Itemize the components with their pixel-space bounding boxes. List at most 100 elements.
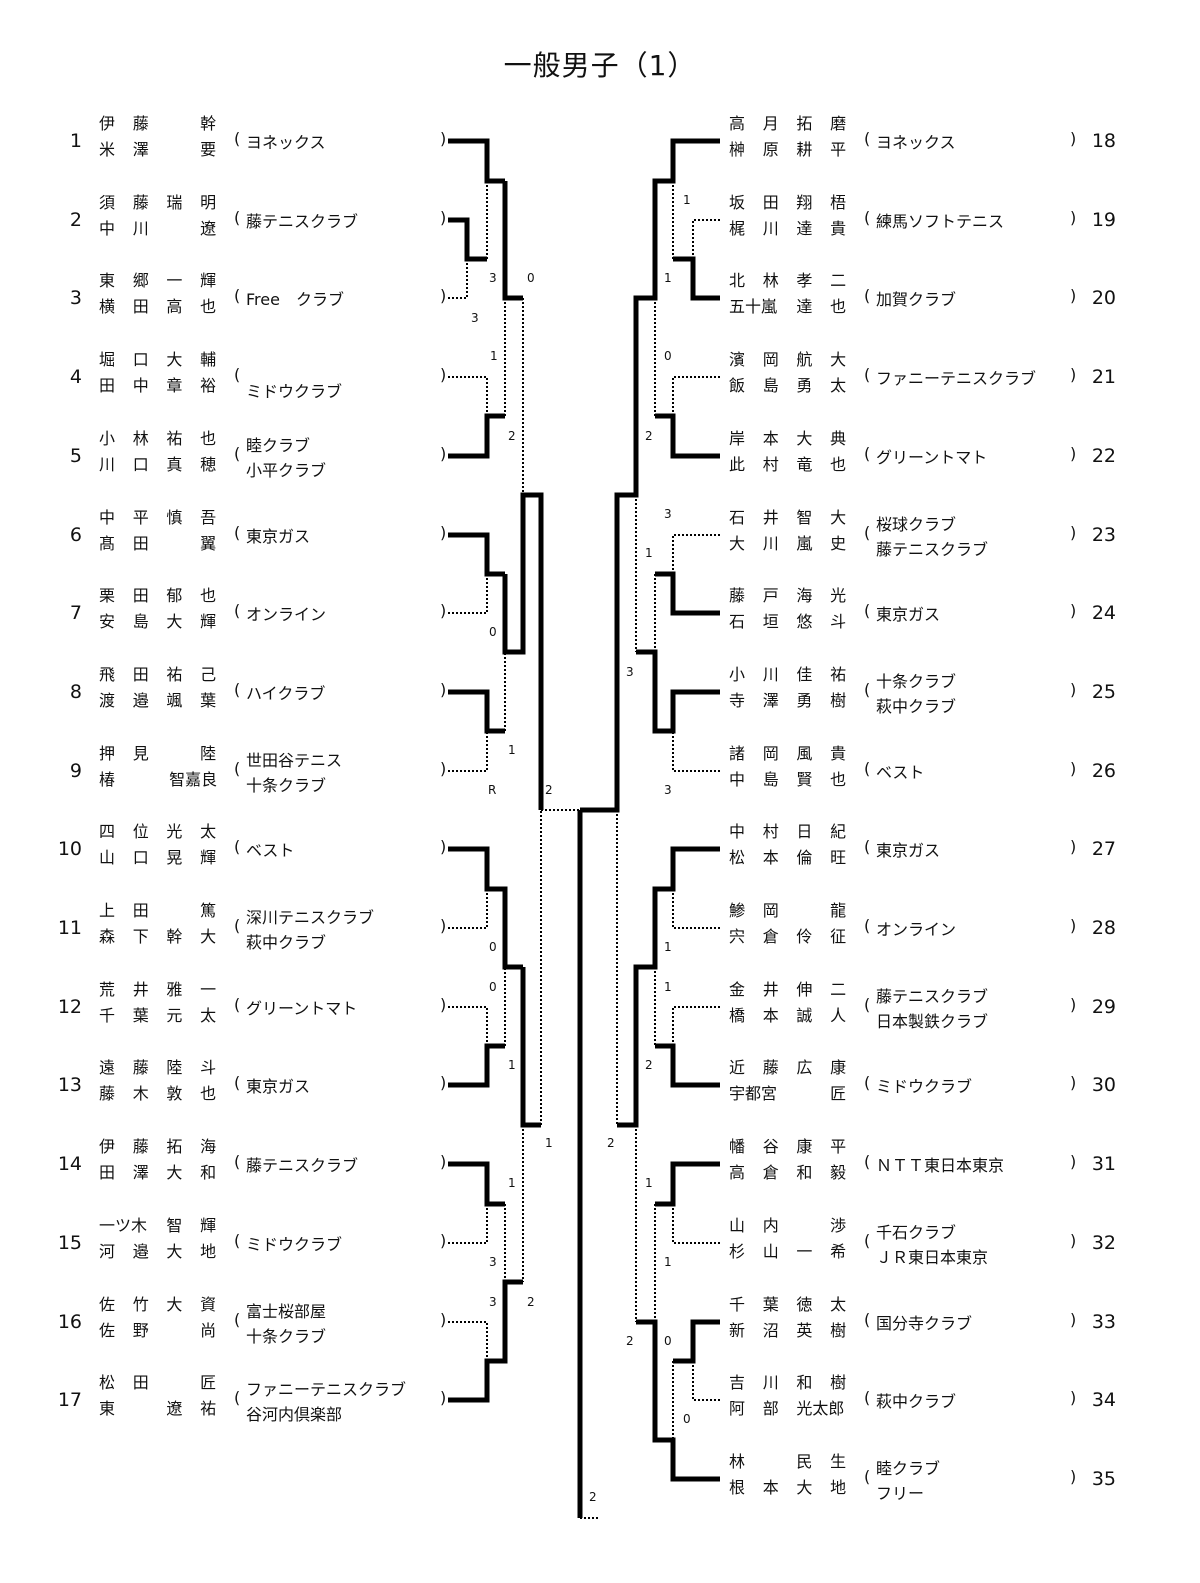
- name-char: 毅: [830, 1163, 847, 1183]
- club-name: 東京ガス: [876, 841, 941, 861]
- club-name: 萩中クラブ: [246, 933, 327, 952]
- name-char: 中: [99, 507, 116, 527]
- paren-open: (: [234, 1152, 241, 1172]
- name-char: 松: [99, 1373, 116, 1393]
- name-char: 川: [762, 1373, 779, 1393]
- match-score: 0: [489, 940, 497, 954]
- name-char: 吾: [200, 507, 217, 527]
- club-name: ハイクラブ: [246, 683, 326, 703]
- name-char: 原: [762, 140, 779, 159]
- name-char: 康: [796, 1137, 813, 1157]
- match-score: 0: [683, 1412, 691, 1426]
- name-char: 米: [99, 140, 116, 159]
- winner-line: [448, 1043, 505, 1088]
- winner-line: [655, 1161, 720, 1207]
- paren-close: ): [440, 916, 447, 935]
- name-char: 海: [796, 586, 813, 606]
- name-char: 生: [830, 1451, 847, 1471]
- name-char: 田: [762, 192, 779, 212]
- name-char: 葉: [762, 1294, 779, 1314]
- club-name: 国分寺クラブ: [876, 1313, 973, 1333]
- name-char: 大: [830, 507, 847, 527]
- winner-line: [673, 256, 720, 301]
- name-char: 悠: [796, 612, 813, 632]
- name-char: 山: [762, 1241, 779, 1261]
- club-name: ミドウクラブ: [876, 1077, 973, 1097]
- name-char: 也: [830, 297, 847, 317]
- entry-number: 9: [69, 759, 82, 782]
- name-char: 須: [99, 192, 116, 212]
- name-char: 太: [830, 376, 847, 396]
- match-score: 1: [508, 1058, 516, 1072]
- club-name: ファニーテニスクラブ: [246, 1380, 407, 1400]
- name-char: 輝: [200, 1215, 217, 1235]
- winner-line: [580, 138, 720, 813]
- club-name: ＪＲ東日本東京: [876, 1247, 989, 1267]
- entry-number: 26: [1091, 759, 1116, 782]
- paren-open: (: [864, 365, 871, 385]
- winner-line: [673, 1319, 720, 1364]
- club-name: オンライン: [246, 605, 327, 625]
- paren-close: ): [440, 129, 447, 148]
- name-char: 章: [166, 376, 183, 396]
- name-char: 光: [166, 822, 183, 842]
- name-char: 匠: [830, 1084, 847, 1104]
- paren-open: (: [234, 1309, 241, 1329]
- name-char: 岡: [762, 901, 779, 920]
- name-char: 佳: [796, 664, 813, 684]
- match-score: 2: [607, 1136, 615, 1150]
- paren-close: ): [440, 758, 447, 778]
- paren-open: (: [864, 129, 871, 148]
- name-char: 斗: [830, 612, 847, 632]
- entry-number: 17: [57, 1389, 82, 1412]
- paren-open: (: [864, 679, 871, 699]
- match-score: 1: [664, 1255, 672, 1269]
- name-char: 榊: [729, 140, 746, 159]
- name-char: 和: [796, 1163, 813, 1183]
- name-char: 新: [729, 1320, 746, 1340]
- name-char: 島: [762, 376, 779, 396]
- paren-close: ): [1070, 1466, 1077, 1486]
- paren-close: ): [440, 1230, 447, 1250]
- name-char: 海: [200, 1137, 217, 1157]
- name-char: 岡: [762, 743, 779, 763]
- paren-close: ): [440, 679, 447, 699]
- name-char: 地: [830, 1477, 847, 1497]
- name-char: 田: [132, 297, 149, 317]
- name-char: 中: [729, 769, 746, 789]
- club-name: オンライン: [876, 920, 957, 939]
- name-char: 元: [166, 1005, 183, 1025]
- name-char: 山: [99, 848, 116, 868]
- club-name: 十条クラブ: [246, 1326, 327, 1346]
- name-char: 遼: [200, 218, 217, 238]
- match-score: 3: [664, 507, 672, 521]
- name-char: 寺: [729, 690, 746, 710]
- name-char: 英: [796, 1320, 813, 1340]
- paren-open: (: [864, 837, 871, 857]
- name-char: 吉: [729, 1373, 746, 1393]
- paren-open: (: [234, 758, 241, 778]
- entry-number: 24: [1091, 602, 1116, 625]
- name-char: 敦: [166, 1084, 183, 1104]
- paren-open: (: [864, 207, 871, 227]
- paren-open: (: [864, 994, 871, 1014]
- entry-number: 4: [69, 366, 82, 389]
- club-name: ベスト: [876, 762, 925, 782]
- club-name: フリー: [876, 1483, 925, 1503]
- name-char: 徳: [796, 1294, 813, 1314]
- club-name: 藤テニスクラブ: [876, 539, 989, 559]
- name-char: 翼: [200, 533, 217, 553]
- entry-number: 29: [1091, 995, 1116, 1018]
- name-char: 瑞: [166, 192, 183, 212]
- name-char: 鯵: [729, 901, 746, 920]
- name-char: 東: [99, 1399, 116, 1419]
- name-char: 宍: [729, 927, 746, 946]
- name-char: 竜: [796, 454, 813, 474]
